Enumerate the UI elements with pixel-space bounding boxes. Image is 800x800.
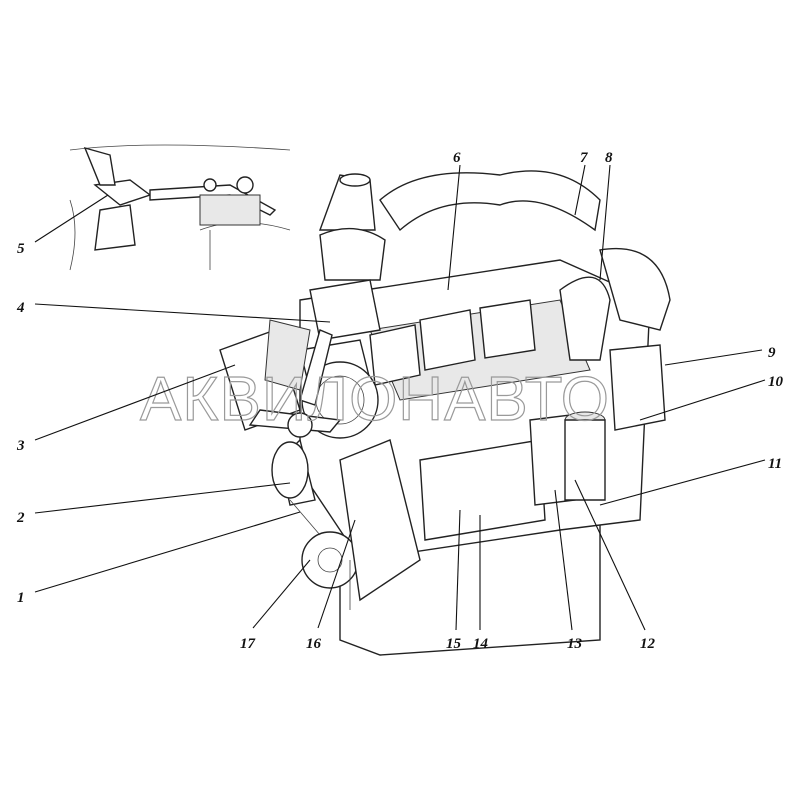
callout-10: 10 bbox=[768, 374, 784, 390]
fan-and-pulleys bbox=[219, 319, 421, 610]
callout-12: 12 bbox=[640, 636, 656, 652]
callout-6: 6 bbox=[453, 150, 461, 166]
callout-labels: 1 2 3 4 5 6 7 8 9 10 11 12 13 14 15 16 1… bbox=[16, 150, 784, 652]
callout-8: 8 bbox=[605, 150, 613, 166]
callout-11: 11 bbox=[768, 456, 782, 472]
callout-15: 15 bbox=[446, 636, 462, 652]
leader-lines bbox=[34, 164, 766, 631]
callout-16: 16 bbox=[306, 636, 322, 652]
inset-linkage-drawing bbox=[69, 144, 291, 271]
callout-4: 4 bbox=[16, 300, 25, 316]
callout-5: 5 bbox=[17, 241, 25, 257]
callout-13: 13 bbox=[567, 636, 583, 652]
callout-3: 3 bbox=[16, 438, 25, 454]
callout-1: 1 bbox=[17, 590, 25, 606]
callout-9: 9 bbox=[768, 345, 776, 361]
callout-7: 7 bbox=[580, 150, 588, 166]
callout-2: 2 bbox=[16, 510, 25, 526]
callout-14: 14 bbox=[473, 636, 489, 652]
callout-17: 17 bbox=[240, 636, 256, 652]
watermark: АКВИЛОНАВТО bbox=[140, 365, 610, 434]
